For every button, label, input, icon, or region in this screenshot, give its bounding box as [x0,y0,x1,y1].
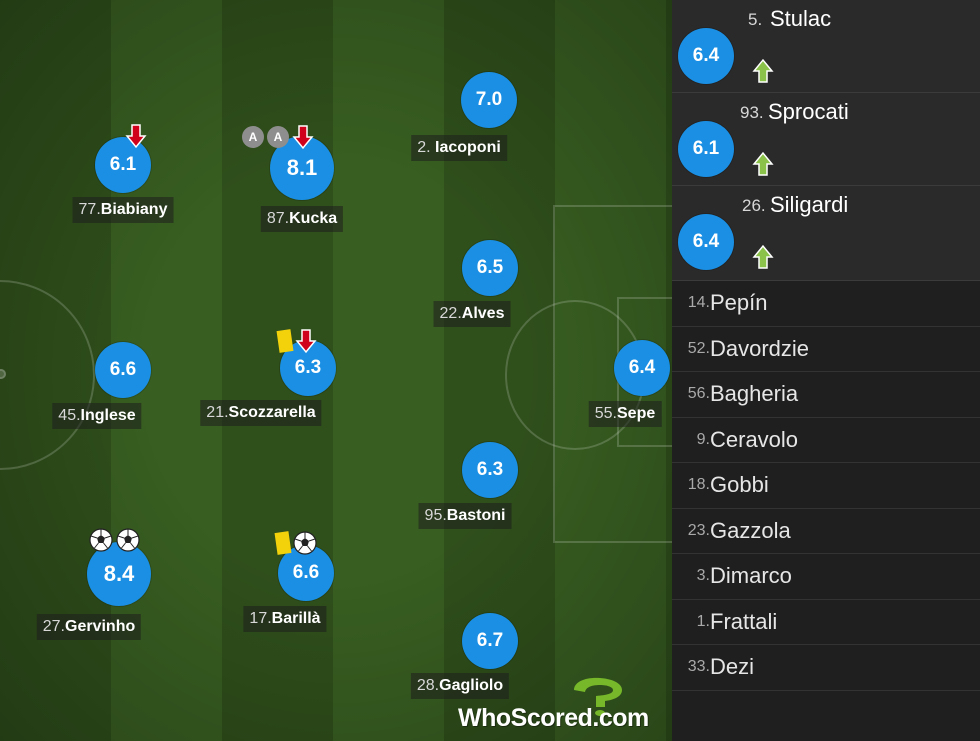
player-number: 23. [687,521,710,539]
yellow-card-icon [276,329,294,353]
player-number: 1. [696,612,710,630]
player-number: 56. [687,385,710,403]
bench-row[interactable]: 23.Gazzola [672,509,980,554]
player-name: Bagheria [710,381,799,407]
player-number: 26. [742,196,766,215]
player-name: Stulac [770,6,832,31]
goal-ball-icon [116,528,140,552]
player-number: 14. [687,294,710,312]
sub-out-arrow-icon [295,329,317,354]
pitch: 6.1 77.Biabiany 8.1 A A 87.Kucka 7.0 2. … [0,0,672,741]
rating-badge: 6.4 [678,214,734,270]
bench-row[interactable]: 18.Gobbi [672,463,980,509]
player-name: Pepín [710,290,768,316]
player-name: Frattali [710,608,778,634]
rating-badge: 6.5 [462,240,518,296]
player-name-label: 22.Alves [433,301,511,327]
player-number: 33. [687,658,710,676]
rating-badge: 7.0 [461,72,517,128]
assist-icon: A [242,126,264,148]
penalty-box [553,205,672,543]
player-name-label: 28.Gagliolo [410,673,510,699]
player-name-label: 77.Biabiany [72,197,174,223]
bench-row[interactable]: 9.Ceravolo [672,418,980,463]
player-name-label: 21.Scozzarella [200,400,322,426]
player-name: Dezi [710,654,755,680]
goal-ball-icon [293,531,317,555]
player-name-label: 17.Barillà [243,606,327,632]
sub-out-arrow-icon [292,125,314,150]
player-number: 93. [740,103,764,122]
rating-badge: 6.6 [95,342,151,398]
rating-badge: 6.1 [678,121,734,177]
bench-row[interactable]: 33.Dezi [672,645,980,691]
player-number: 18. [687,476,710,494]
bench-row[interactable]: 14.Pepín [672,281,980,327]
bench-row[interactable]: 3.Dimarco [672,554,980,600]
player-name: Siligardi [770,192,849,217]
goal-ball-icon [89,528,113,552]
whoscored-logo: WhoScored.com [458,676,663,736]
sub-out-arrow-icon [125,124,147,149]
sub-in-row[interactable]: 6.1 93. Sprocati [672,93,980,186]
sub-in-arrow-icon [752,244,774,269]
player-name-label: 95.Bastoni [418,503,512,529]
rating-badge: 6.4 [678,28,734,84]
rating-badge: 6.3 [462,442,518,498]
player-name-label: 45.Inglese [52,403,142,429]
player-number: 5. [748,10,763,29]
player-name-label: 2. Iacoponi [411,135,507,161]
player-name: Sprocati [768,99,849,124]
player-name-label: 55.Sepe [588,401,662,427]
player-name: Dimarco [710,563,792,589]
yellow-card-icon [274,531,292,555]
sub-in-row[interactable]: 6.4 5. Stulac [672,0,980,93]
player-name: Gobbi [710,472,769,498]
assist-icon: A [267,126,289,148]
player-number: 3. [696,567,710,585]
rating-badge: 6.4 [614,340,670,396]
bench-row[interactable]: 1.Frattali [672,600,980,645]
logo-text: WhoScored.com [458,704,649,732]
player-number: 52. [687,339,710,357]
bench-row[interactable]: 52.Davordzie [672,327,980,372]
substitutes-panel: 6.4 5. Stulac 6.1 93. Sprocati 6.4 26. S… [672,0,980,741]
rating-badge: 8.4 [87,542,151,606]
sub-in-arrow-icon [752,151,774,176]
player-name: Gazzola [710,517,791,543]
bench-row[interactable]: 56.Bagheria [672,372,980,418]
player-name-label: 87.Kucka [260,206,344,232]
sub-in-row[interactable]: 6.4 26. Siligardi [672,186,980,281]
player-name: Davordzie [710,335,810,361]
logo-question-mark-icon [574,677,622,716]
center-spot [0,369,6,379]
sub-in-arrow-icon [752,58,774,83]
rating-badge: 6.7 [462,613,518,669]
rating-badge: 6.1 [95,137,151,193]
player-number: 9. [696,430,710,448]
player-name: Ceravolo [710,426,799,452]
player-name-label: 27.Gervinho [36,614,142,640]
